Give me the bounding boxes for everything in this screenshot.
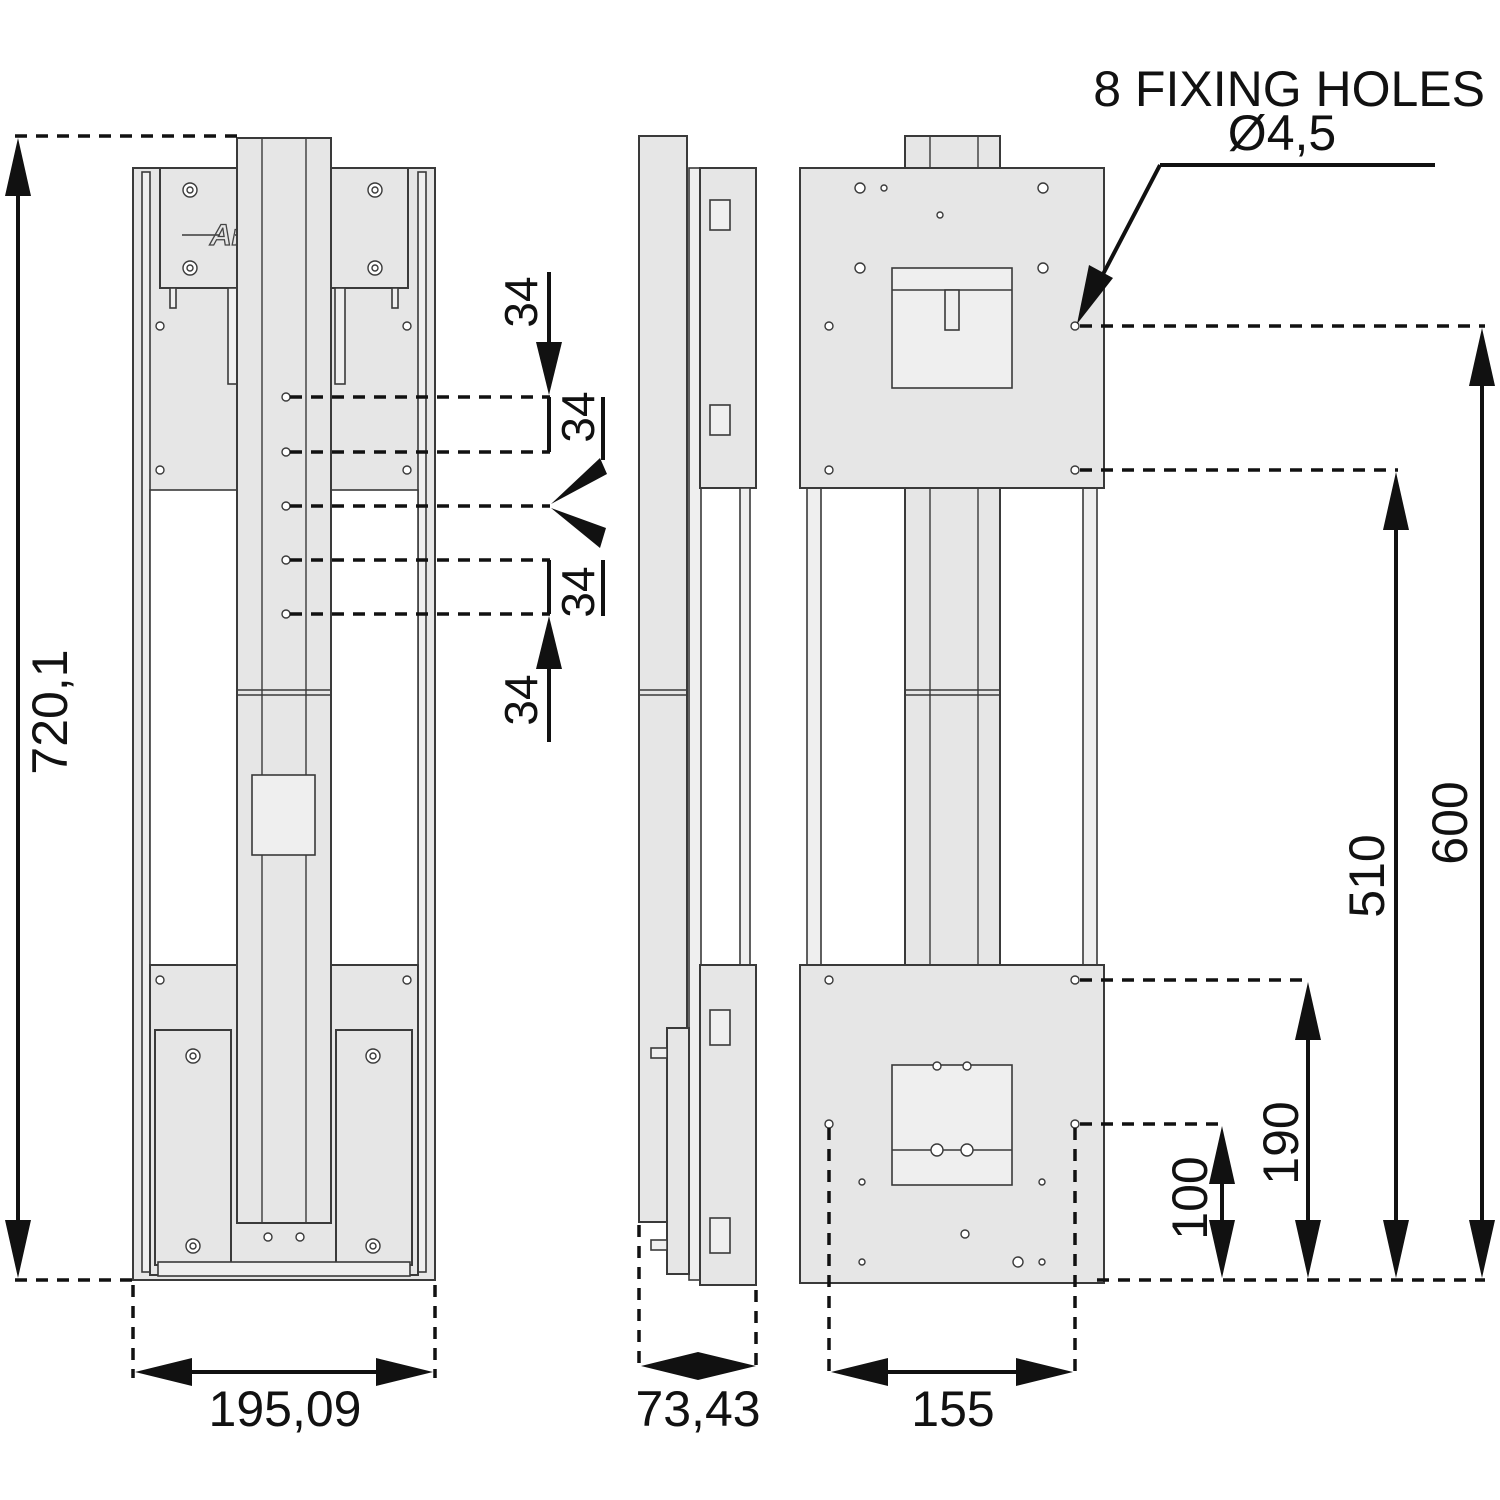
front-view: AriSlide — [132, 137, 436, 1281]
dimension-labels: 720,1 195,09 73,43 155 34 34 34 34 600 5… — [22, 61, 1485, 1437]
front-left-rail — [141, 171, 151, 1273]
annotation-hole-diameter: Ø4,5 — [1228, 105, 1336, 161]
side-view — [638, 135, 757, 1286]
label-510: 510 — [1339, 834, 1395, 917]
side-rail — [688, 167, 702, 1281]
label-total-height: 720,1 — [22, 649, 78, 774]
front-left-bracket — [154, 1029, 232, 1266]
label-front-width: 195,09 — [209, 1381, 362, 1437]
label-pitch-3: 34 — [552, 566, 604, 617]
front-right-bracket — [335, 1029, 413, 1266]
label-pitch-2: 34 — [552, 391, 604, 442]
label-100: 100 — [1162, 1156, 1218, 1239]
side-motor-block — [666, 1027, 690, 1275]
label-190: 190 — [1253, 1101, 1309, 1184]
dimension-lines — [5, 134, 1495, 1386]
annotation-fixing-holes: 8 FIXING HOLES — [1093, 61, 1485, 117]
front-column — [236, 137, 332, 1224]
label-pitch-4: 34 — [495, 674, 547, 725]
label-hole-spacing-width: 155 — [911, 1381, 994, 1437]
rear-view — [799, 135, 1105, 1284]
front-column-window — [251, 774, 316, 856]
rear-bottom-cutout — [891, 1064, 1013, 1186]
label-600: 600 — [1422, 781, 1478, 864]
rear-right-rail — [1082, 487, 1098, 966]
label-pitch-1: 34 — [495, 276, 547, 327]
front-right-rail — [417, 171, 427, 1273]
rear-left-rail — [806, 487, 822, 966]
label-side-depth: 73,43 — [635, 1381, 760, 1437]
